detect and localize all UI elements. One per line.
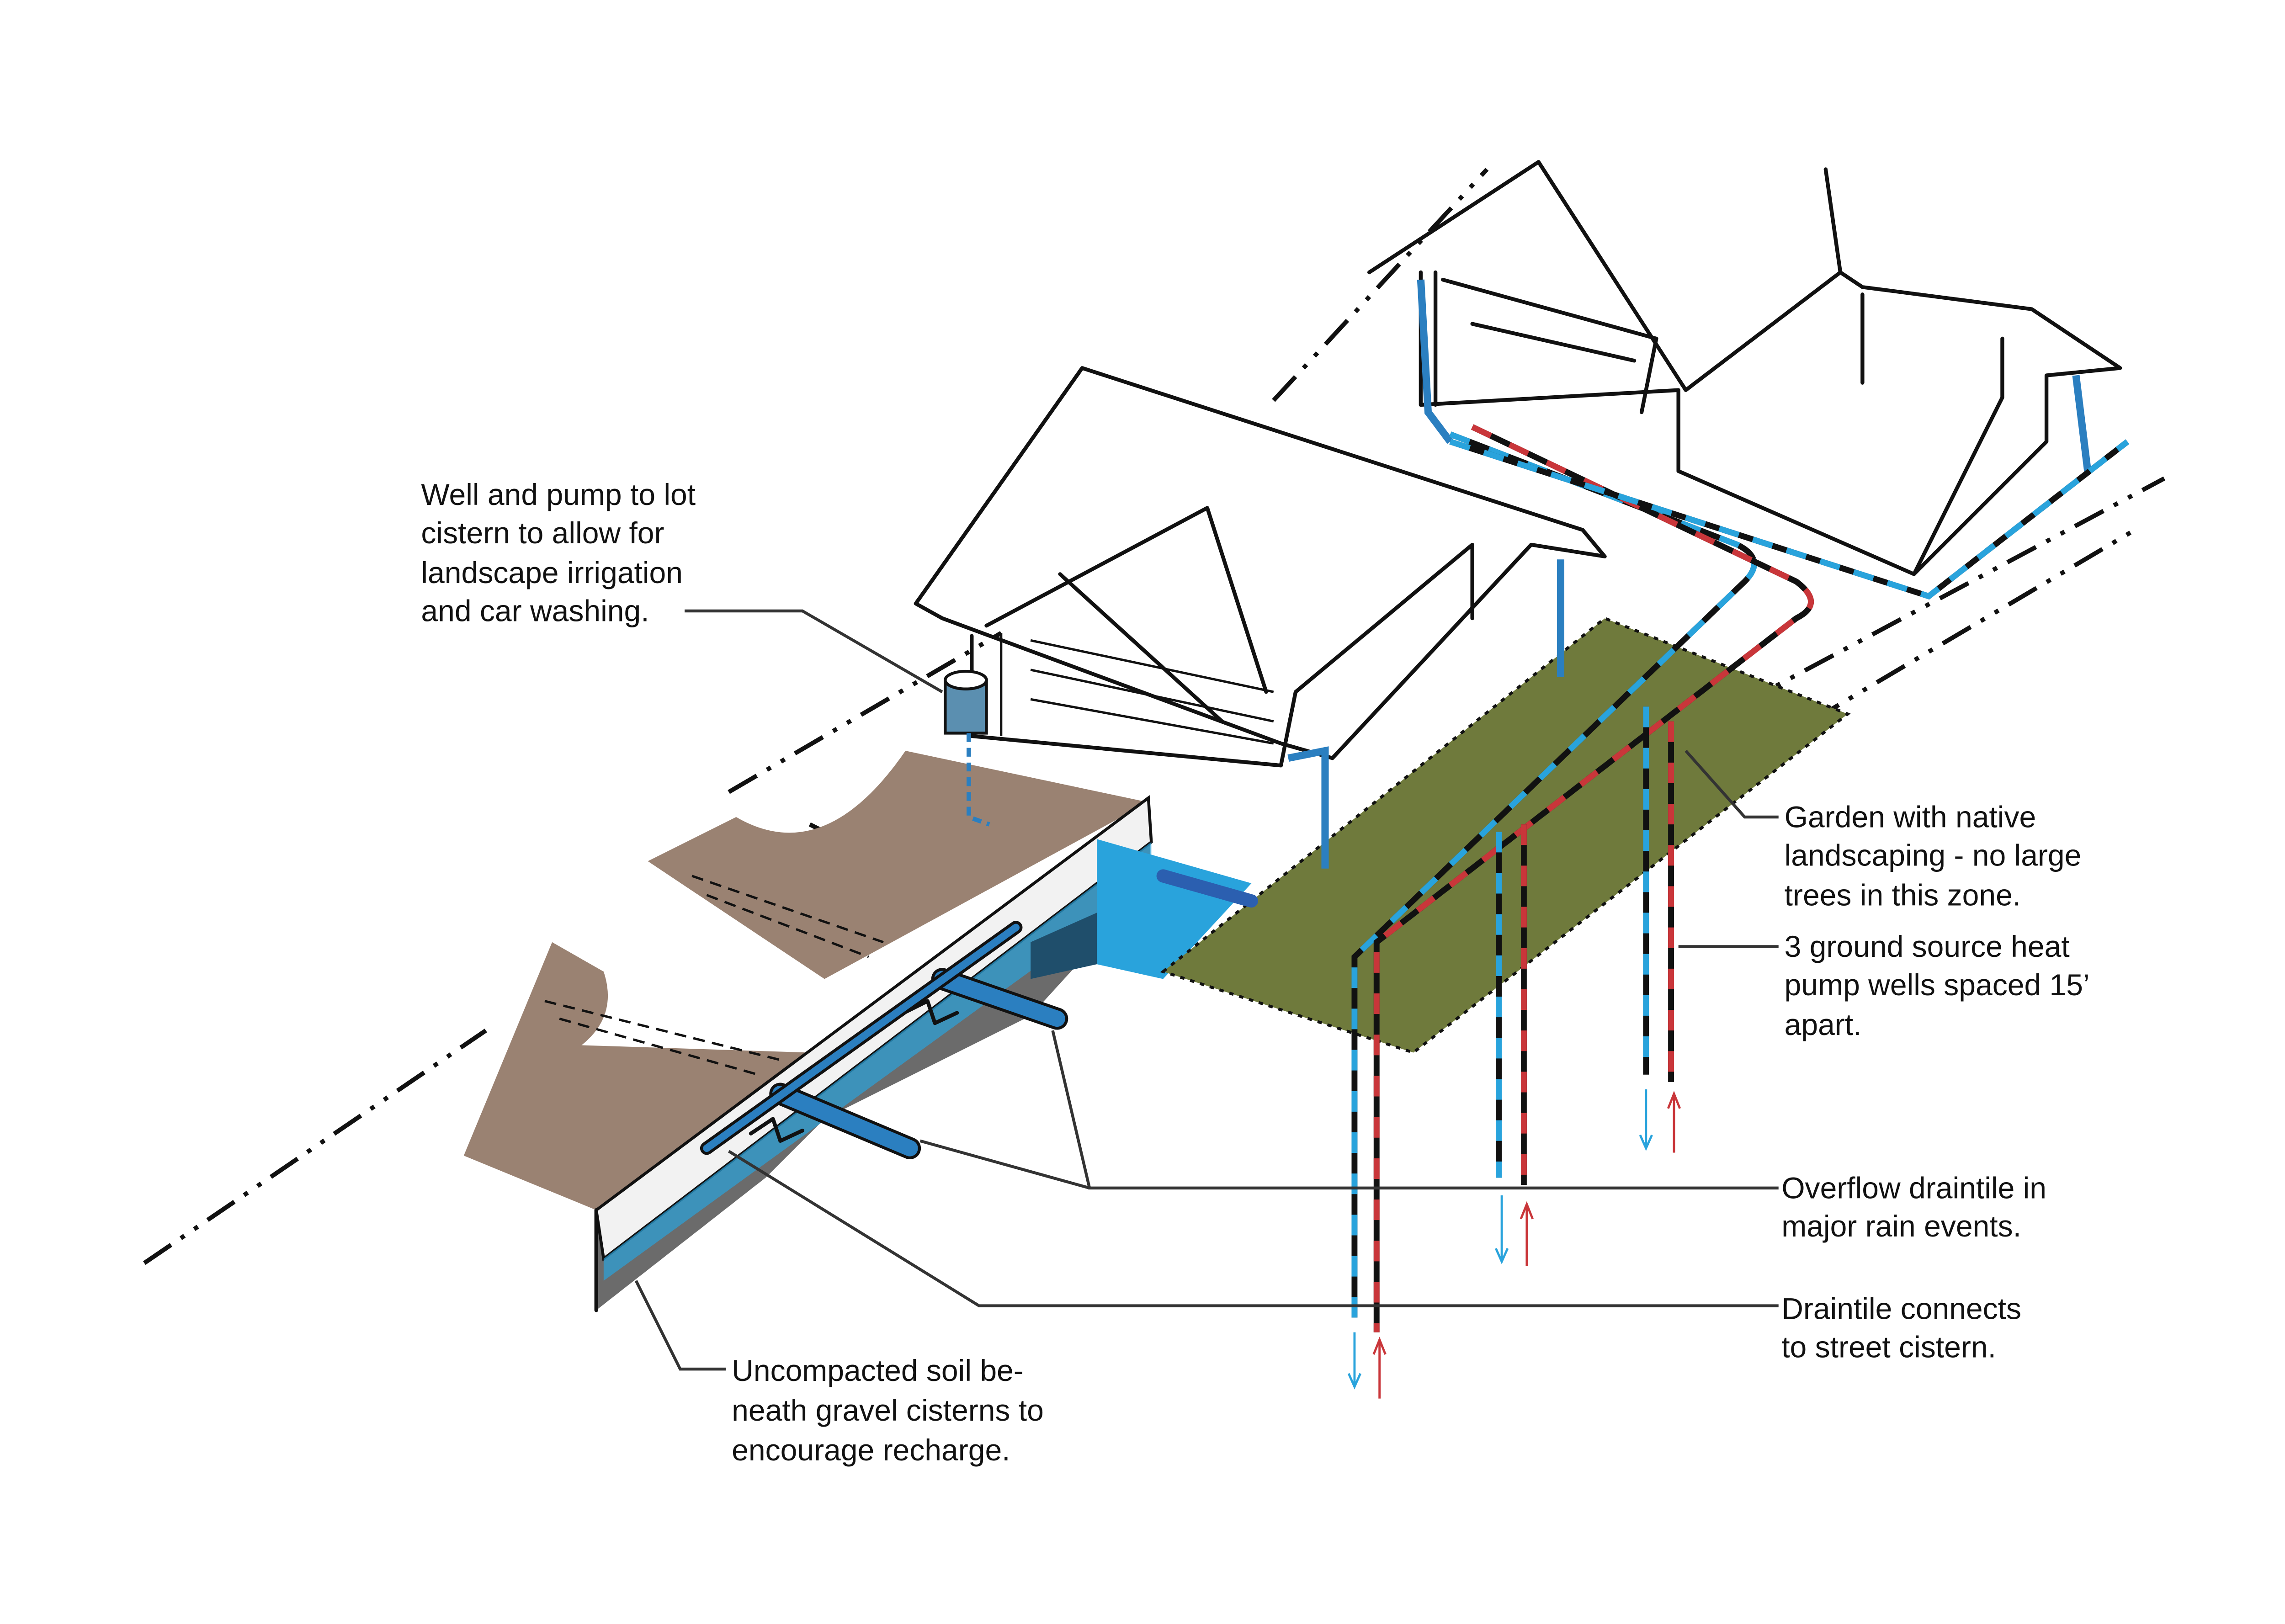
label-line: cistern to allow for (421, 516, 664, 550)
leader-garden (1685, 749, 1779, 819)
street-pavement (463, 751, 1148, 1210)
cistern-shadow (1031, 913, 1097, 979)
label-draintile: Draintile connects to street cistern. (1781, 1292, 2021, 1364)
label-heat-pump: 3 ground source heat pump wells spaced 1… (1785, 929, 2090, 1041)
label-line: Garden with native (1785, 800, 2036, 834)
label-line: to street cistern. (1781, 1330, 1996, 1364)
house (1367, 160, 2122, 576)
leader-draintile (728, 1150, 1779, 1307)
native-garden (1160, 616, 1851, 1055)
leader-soil (634, 1280, 726, 1371)
label-line: and car washing. (421, 594, 649, 628)
label-line: landscaping - no large (1785, 838, 2082, 872)
arrow-down-icon (1639, 1089, 1653, 1151)
leader-lines (634, 609, 1779, 1371)
pavement-lower (463, 942, 810, 1210)
label-line: landscape irrigation (421, 556, 683, 589)
label-line: Overflow draintile in (1781, 1171, 2046, 1205)
arrow-up-icon (1520, 1201, 1534, 1266)
arrow-down-icon (1347, 1332, 1362, 1390)
diagram-canvas: Well and pump to lot cistern to allow fo… (143, 160, 2166, 1467)
well-pump (944, 669, 990, 827)
label-line: major rain events. (1781, 1209, 2021, 1243)
label-line: pump wells spaced 15’ (1785, 968, 2090, 1002)
lot-cistern-water (1097, 839, 1252, 979)
label-line: neath gravel cisterns to (732, 1393, 1044, 1427)
label-soil: Uncompacted soil be- neath gravel cister… (732, 1353, 1044, 1467)
label-line: 3 ground source heat (1785, 929, 2070, 963)
label-line: encourage recharge. (732, 1433, 1010, 1467)
leader-well-pump (685, 609, 943, 693)
label-line: trees in this zone. (1785, 878, 2021, 912)
arrow-up-icon (1372, 1337, 1387, 1399)
geothermal-pipes (1351, 424, 2130, 1332)
stormwater-geothermal-diagram: Well and pump to lot cistern to allow fo… (143, 160, 2166, 1467)
label-line: apart. (1785, 1008, 1862, 1041)
pavement-upper (648, 751, 1148, 979)
label-line: Well and pump to lot (421, 478, 696, 511)
label-line: Uncompacted soil be- (732, 1353, 1024, 1387)
leader-overflow (919, 1030, 1779, 1190)
label-overflow: Overflow draintile in major rain events. (1781, 1171, 2046, 1243)
label-garden: Garden with native landscaping - no larg… (1785, 800, 2082, 912)
draintiles (700, 869, 1258, 1160)
label-well-pump: Well and pump to lot cistern to allow fo… (421, 478, 696, 628)
arrow-up-icon (1667, 1091, 1681, 1153)
arrow-down-icon (1494, 1195, 1509, 1264)
flow-arrows (1347, 1089, 1681, 1399)
label-line: Draintile connects (1781, 1292, 2021, 1326)
